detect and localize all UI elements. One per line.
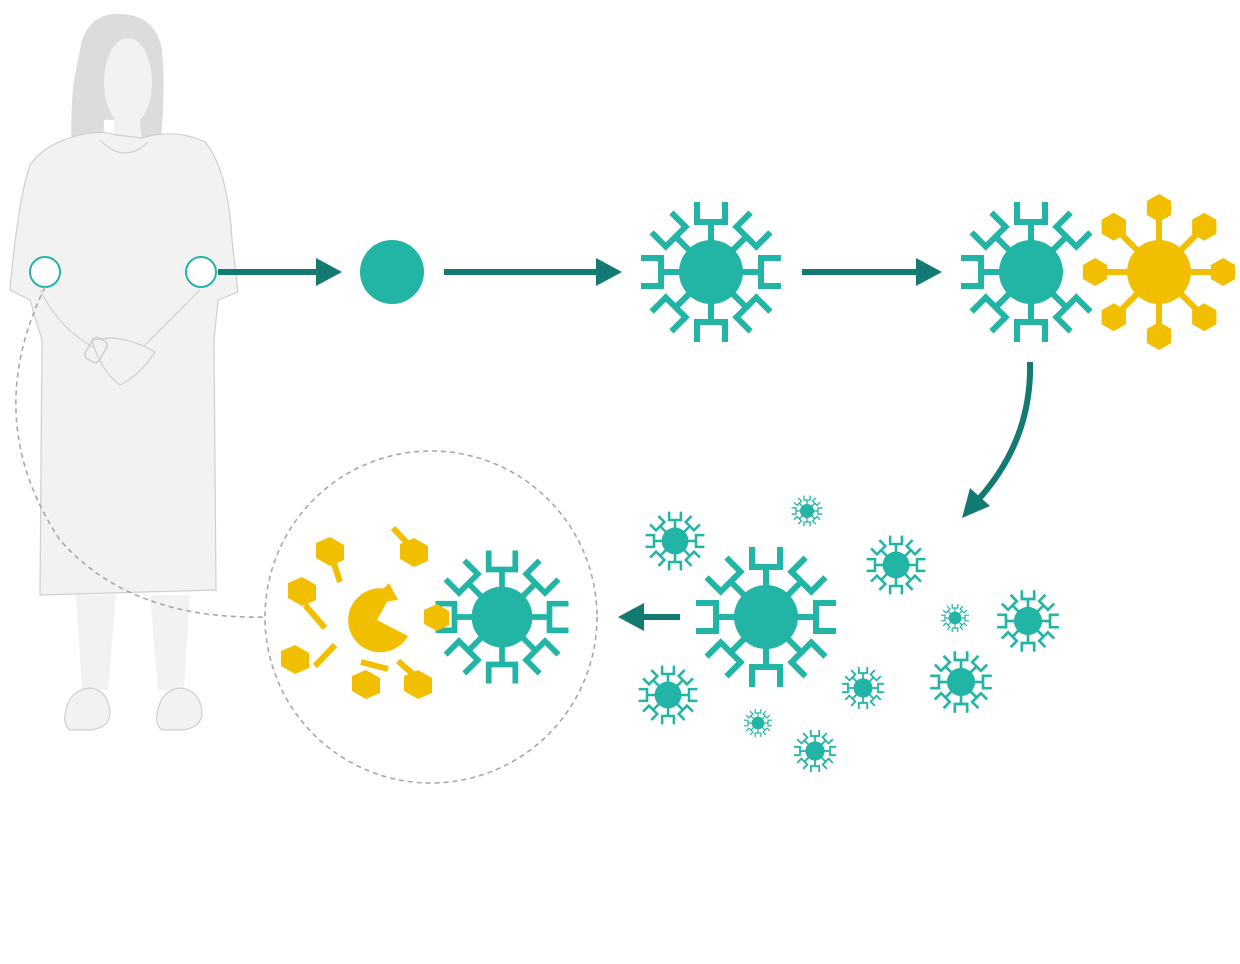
car-t-cell-small-icon bbox=[997, 590, 1059, 652]
car-t-cell-small-icon bbox=[866, 535, 926, 595]
car-t-cell-large-icon bbox=[696, 547, 836, 687]
car-t-cell-small-icon bbox=[791, 495, 823, 527]
reinfusion-dashed-path bbox=[15, 286, 267, 618]
patient-figure bbox=[9, 13, 239, 731]
car-t-cell-icon bbox=[641, 202, 781, 342]
car-t-cell-attacking-icon bbox=[435, 550, 569, 684]
t-cell-plain-icon bbox=[360, 240, 424, 304]
zoom-circle bbox=[264, 450, 598, 784]
car-t-cell-small-icon bbox=[940, 603, 970, 633]
cancer-cell-icon bbox=[1082, 194, 1236, 350]
destroyed-cancer-cell-icon bbox=[281, 525, 449, 699]
blood-draw-marker-left bbox=[29, 256, 61, 288]
blood-draw-marker-right bbox=[185, 256, 217, 288]
flow-arrows bbox=[218, 258, 1034, 631]
car-t-cell-small-icon bbox=[638, 665, 698, 725]
car-t-cell-small-icon bbox=[645, 511, 705, 571]
car-t-cell-small-icon bbox=[743, 708, 773, 738]
car-t-cell-bound-icon bbox=[961, 202, 1093, 342]
car-t-cell-small-icon bbox=[841, 666, 885, 710]
car-t-cell-small-icon bbox=[930, 651, 992, 713]
car-t-cell-small-icon bbox=[793, 729, 837, 773]
car-t-cells-group bbox=[435, 202, 1093, 773]
